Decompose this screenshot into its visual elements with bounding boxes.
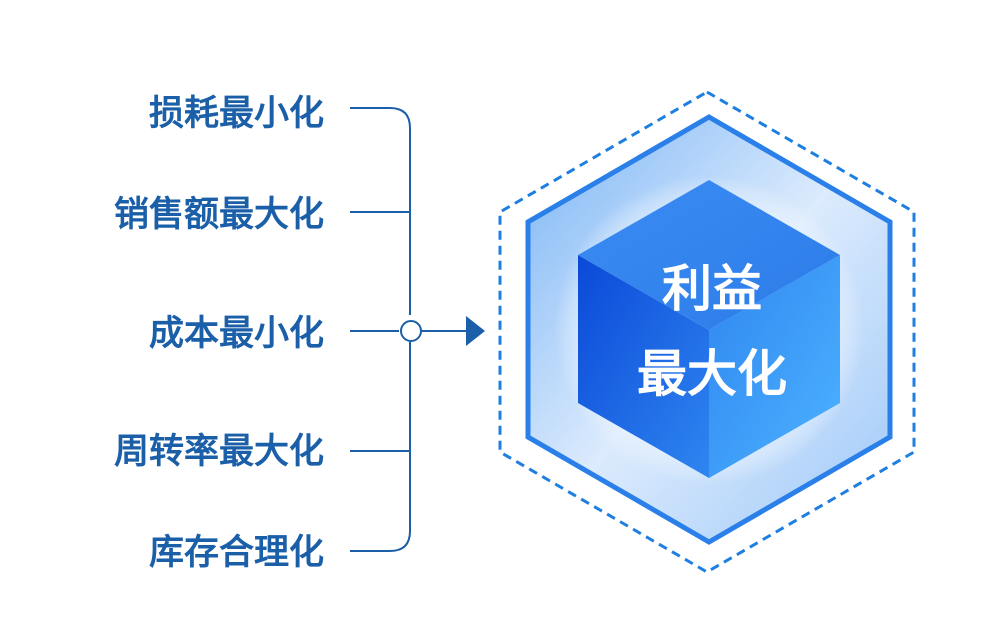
connector-bracket <box>350 107 466 552</box>
goal-labels: 损耗最小化 销售额最大化 成本最小化 周转率最大化 库存合理化 <box>114 94 324 573</box>
cube-top-face <box>578 180 840 330</box>
goal-label-cost-min: 成本最小化 <box>149 314 324 354</box>
goal-label-inventory-rational: 库存合理化 <box>149 533 324 573</box>
bracket-top-arm <box>350 107 411 315</box>
goal-label-sales-max: 销售额最大化 <box>114 195 324 235</box>
cube-right-face <box>709 255 840 478</box>
center-label-line1: 利益 <box>662 260 762 318</box>
cube-left-face <box>578 255 709 478</box>
center-label-line2: 最大化 <box>637 345 787 403</box>
cube <box>578 180 840 478</box>
bracket-bottom-arm <box>350 342 411 552</box>
goal-label-loss-min: 损耗最小化 <box>149 94 324 134</box>
arrow-head <box>466 316 485 346</box>
goal-label-turnover-max: 周转率最大化 <box>114 432 324 472</box>
junction-node <box>400 320 422 342</box>
